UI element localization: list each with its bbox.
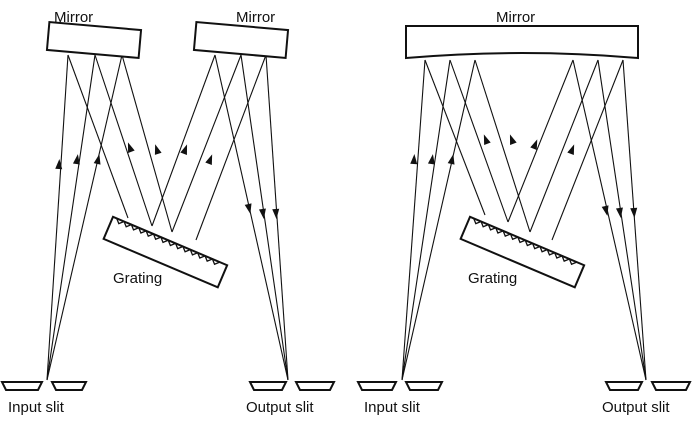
arrowhead xyxy=(180,144,188,155)
left-arrows xyxy=(55,142,280,219)
ray xyxy=(474,59,531,233)
ray xyxy=(151,54,216,227)
arrowhead xyxy=(427,154,435,165)
arrowhead xyxy=(205,154,213,165)
right-input-slit-jaw-left xyxy=(356,381,398,391)
ray xyxy=(424,59,486,216)
arrowhead xyxy=(410,154,418,165)
ray xyxy=(401,59,451,381)
right-input-slit-jaw-right xyxy=(404,381,444,391)
arrowhead xyxy=(530,139,538,151)
left-rays xyxy=(46,54,289,381)
ray xyxy=(46,54,123,381)
ray xyxy=(551,59,624,241)
right-concave-mirror xyxy=(405,25,639,60)
ray xyxy=(622,59,647,381)
arrowhead xyxy=(601,205,609,216)
right-output-slit-label: Output slit xyxy=(602,399,670,416)
arrowhead xyxy=(72,154,80,165)
left-mirror-b-label: Mirror xyxy=(236,9,275,26)
ray xyxy=(265,54,289,381)
ray xyxy=(171,54,242,233)
arrowhead xyxy=(567,144,575,155)
ray xyxy=(94,54,153,227)
left-mirror-b xyxy=(192,20,290,60)
right-output-slit-jaw-right xyxy=(650,381,692,391)
left-mirror-a-label: Mirror xyxy=(54,9,93,26)
arrowhead xyxy=(447,154,455,165)
ray xyxy=(46,54,69,381)
right-input-slit-label: Input slit xyxy=(364,399,421,416)
left-input-slit-label: Input slit xyxy=(8,399,65,416)
left-input-slit-jaw-right xyxy=(50,381,88,391)
ray xyxy=(507,59,574,223)
arrowhead xyxy=(483,134,491,145)
ray xyxy=(214,54,289,381)
ray xyxy=(401,59,476,381)
ray xyxy=(529,59,599,233)
arrowhead xyxy=(93,154,101,165)
left-grating-label: Grating xyxy=(113,270,162,287)
arrowhead xyxy=(615,207,623,218)
arrowhead xyxy=(272,208,280,219)
left-output-slit-jaw-left xyxy=(248,381,288,391)
right-arrows xyxy=(410,134,638,218)
ray xyxy=(597,59,647,381)
arrowhead xyxy=(55,159,63,170)
right-output-slit-jaw-left xyxy=(604,381,644,391)
ray xyxy=(572,59,647,381)
left-output-slit-label: Output slit xyxy=(246,399,314,416)
left-input-slit-jaw-left xyxy=(0,381,44,391)
ray xyxy=(240,54,289,381)
right-grating xyxy=(459,215,586,289)
ray xyxy=(46,54,96,381)
arrowhead xyxy=(127,142,135,153)
left-configuration: Mirror Mirror Grating Input slit Output … xyxy=(0,9,336,416)
arrowhead xyxy=(509,134,517,145)
arrowhead xyxy=(244,203,252,214)
arrowhead xyxy=(630,207,638,218)
ray xyxy=(401,59,426,381)
ray xyxy=(449,59,509,223)
ray xyxy=(195,54,267,241)
left-output-slit-jaw-right xyxy=(294,381,336,391)
arrowhead xyxy=(258,208,266,219)
right-configuration: Mirror Grating Input slit Output slit xyxy=(356,9,692,416)
ray xyxy=(121,54,173,233)
arrowhead xyxy=(154,144,162,155)
left-grating xyxy=(102,215,229,289)
ray xyxy=(67,54,129,219)
right-mirror-label: Mirror xyxy=(496,9,535,26)
right-grating-label: Grating xyxy=(468,270,517,287)
left-mirror-a xyxy=(45,20,143,60)
right-rays xyxy=(401,59,647,381)
